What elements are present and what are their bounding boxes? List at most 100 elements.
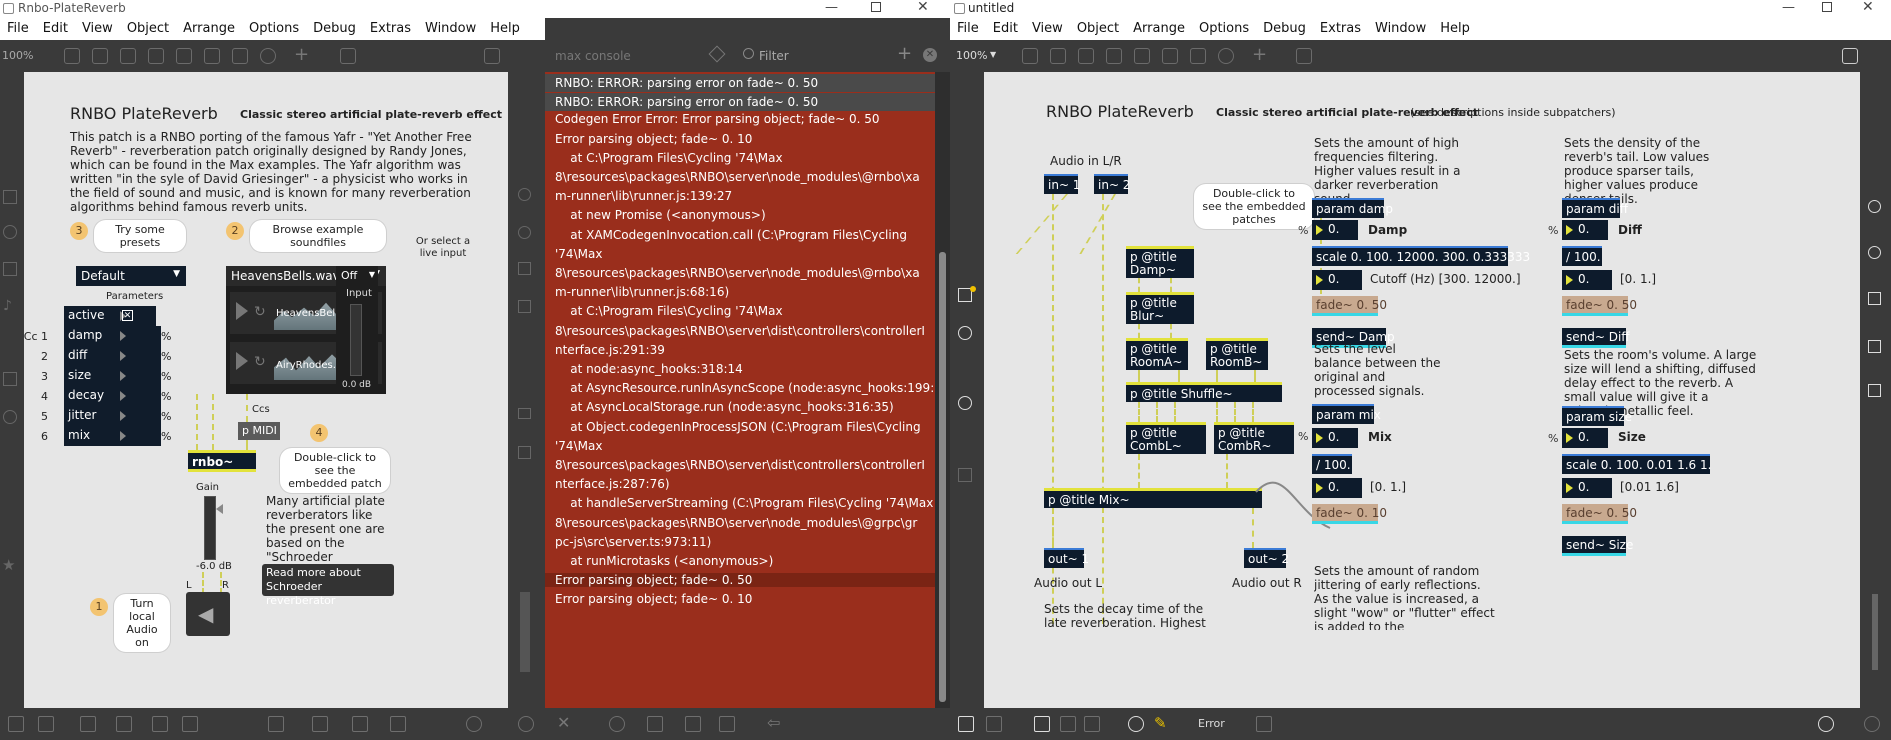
- menu-view[interactable]: View: [81, 21, 113, 36]
- menu-extras[interactable]: Extras: [1319, 21, 1361, 36]
- lock-icon[interactable]: [8, 716, 24, 732]
- preset-menu[interactable]: Default ▼: [76, 266, 186, 286]
- size-number-2[interactable]: 0.: [1562, 478, 1612, 498]
- minimize-icon[interactable]: —: [825, 0, 838, 15]
- lock-icon[interactable]: [64, 48, 80, 64]
- plugin-icon[interactable]: [268, 716, 284, 732]
- damp-number[interactable]: 0.: [1312, 220, 1358, 240]
- zoom-level[interactable]: 100%: [956, 49, 988, 62]
- plugin-icon[interactable]: [1256, 716, 1272, 732]
- wrench-icon[interactable]: [312, 716, 328, 732]
- size-send-object[interactable]: send~ Size: [1562, 536, 1633, 556]
- image-icon[interactable]: [152, 716, 168, 732]
- param-row-value[interactable]: ✕: [116, 306, 156, 326]
- maximize-icon[interactable]: [1822, 2, 1832, 12]
- menu-window[interactable]: Window: [1375, 21, 1427, 36]
- lock-icon[interactable]: [1022, 48, 1038, 64]
- menu-object[interactable]: Object: [126, 21, 170, 36]
- p-roomb-object[interactable]: p @title RoomB~: [1206, 338, 1268, 370]
- p-rooma-object[interactable]: p @title RoomA~: [1126, 338, 1188, 370]
- paint-bucket-icon[interactable]: [1296, 48, 1312, 64]
- p-midi-object[interactable]: p MIDI: [238, 422, 280, 440]
- diff-div-object[interactable]: / 100.: [1562, 246, 1602, 266]
- menu-object[interactable]: Object: [1076, 21, 1120, 36]
- menu-edit[interactable]: Edit: [42, 21, 68, 36]
- refresh-icon[interactable]: [1128, 716, 1144, 732]
- volume-slider[interactable]: [1872, 594, 1878, 670]
- menu-options[interactable]: Options: [248, 21, 300, 36]
- close-icon[interactable]: ✕: [1862, 0, 1874, 15]
- param-row-value[interactable]: [116, 326, 161, 346]
- info-icon[interactable]: [518, 226, 531, 239]
- close-icon[interactable]: ✕: [917, 0, 929, 15]
- play-circle-icon[interactable]: [466, 716, 482, 732]
- dial-icon[interactable]: [1218, 48, 1234, 64]
- p-damp-object[interactable]: p @title Damp~: [1126, 246, 1194, 278]
- p-blur-object[interactable]: p @title Blur~: [1126, 292, 1194, 324]
- warning-icon[interactable]: [647, 716, 663, 732]
- grid-icon[interactable]: [1842, 48, 1858, 64]
- menu-arrange[interactable]: Arrange: [1133, 21, 1185, 36]
- slider-icon[interactable]: [1190, 48, 1206, 64]
- toggle-icon[interactable]: [148, 48, 164, 64]
- message-icon[interactable]: [1078, 48, 1094, 64]
- filter-input[interactable]: Filter: [759, 49, 789, 63]
- p-mix-object[interactable]: p @title Mix~: [1044, 488, 1262, 508]
- size-number[interactable]: 0.: [1562, 428, 1608, 448]
- param-row-value[interactable]: [116, 346, 161, 366]
- edit-icon[interactable]: [38, 716, 54, 732]
- maximize-icon[interactable]: [871, 2, 881, 12]
- add-icon[interactable]: +: [294, 44, 310, 65]
- menu-window[interactable]: Window: [425, 21, 477, 36]
- grid-icon[interactable]: [182, 716, 198, 732]
- p-shuffle-object[interactable]: p @title Shuffle~: [1126, 382, 1282, 402]
- mix-div-object[interactable]: / 100.: [1312, 454, 1352, 474]
- menu-help[interactable]: Help: [1440, 21, 1470, 36]
- star-icon[interactable]: ★: [2, 556, 16, 574]
- target-icon[interactable]: [958, 326, 972, 340]
- export-icon[interactable]: [1868, 384, 1881, 397]
- grid-icon[interactable]: [484, 48, 500, 64]
- scroll-thumb[interactable]: [939, 252, 946, 702]
- chevron-down-icon[interactable]: ▼: [990, 50, 997, 59]
- p-combr-object[interactable]: p @title CombR~: [1214, 422, 1294, 454]
- mix-fade-object[interactable]: fade~ 0. 10: [1312, 504, 1387, 524]
- clock-icon[interactable]: [609, 716, 625, 732]
- menu-options[interactable]: Options: [1198, 21, 1250, 36]
- in1-object[interactable]: in~ 1: [1044, 174, 1080, 194]
- menu-debug[interactable]: Debug: [1263, 21, 1306, 36]
- cube-icon[interactable]: [3, 190, 17, 204]
- minimize-icon[interactable]: —: [1782, 0, 1795, 15]
- target-icon[interactable]: [3, 225, 17, 239]
- search-icon[interactable]: [518, 188, 531, 201]
- grid-icon[interactable]: [1084, 716, 1100, 732]
- media-icon[interactable]: [958, 468, 972, 482]
- play-circle-icon[interactable]: [1818, 716, 1834, 732]
- number-icon[interactable]: [1162, 48, 1178, 64]
- book-icon[interactable]: [518, 262, 531, 275]
- param-row-value[interactable]: [116, 386, 161, 406]
- cutoff-number[interactable]: 0.: [1312, 270, 1362, 290]
- paint-bucket-icon[interactable]: [340, 48, 356, 64]
- in2-object[interactable]: in~ 2: [1094, 174, 1130, 194]
- size-scale-object[interactable]: scale 0. 100. 0.01 1.6 1.: [1562, 454, 1711, 474]
- pencil-icon[interactable]: [390, 716, 406, 732]
- menu-extras[interactable]: Extras: [369, 21, 411, 36]
- toggle-icon[interactable]: [1106, 48, 1122, 64]
- menu-help[interactable]: Help: [490, 21, 520, 36]
- menu-edit[interactable]: Edit: [992, 21, 1018, 36]
- size-fade-object[interactable]: fade~ 0. 50: [1562, 504, 1637, 524]
- presentation-icon[interactable]: [92, 48, 108, 64]
- number-icon[interactable]: [204, 48, 220, 64]
- list-icon[interactable]: [1868, 340, 1881, 353]
- image-icon[interactable]: [1060, 716, 1076, 732]
- copy-icon[interactable]: [116, 716, 132, 732]
- rnbo-object[interactable]: rnbo~: [188, 450, 256, 472]
- menu-file[interactable]: File: [7, 21, 29, 36]
- play-icon[interactable]: [236, 302, 248, 320]
- p-combl-object[interactable]: p @title CombL~: [1126, 422, 1206, 454]
- menu-debug[interactable]: Debug: [313, 21, 356, 36]
- comment-icon[interactable]: [80, 716, 96, 732]
- out1-object[interactable]: out~ 1: [1044, 548, 1089, 568]
- diff-number[interactable]: 0.: [1562, 220, 1608, 240]
